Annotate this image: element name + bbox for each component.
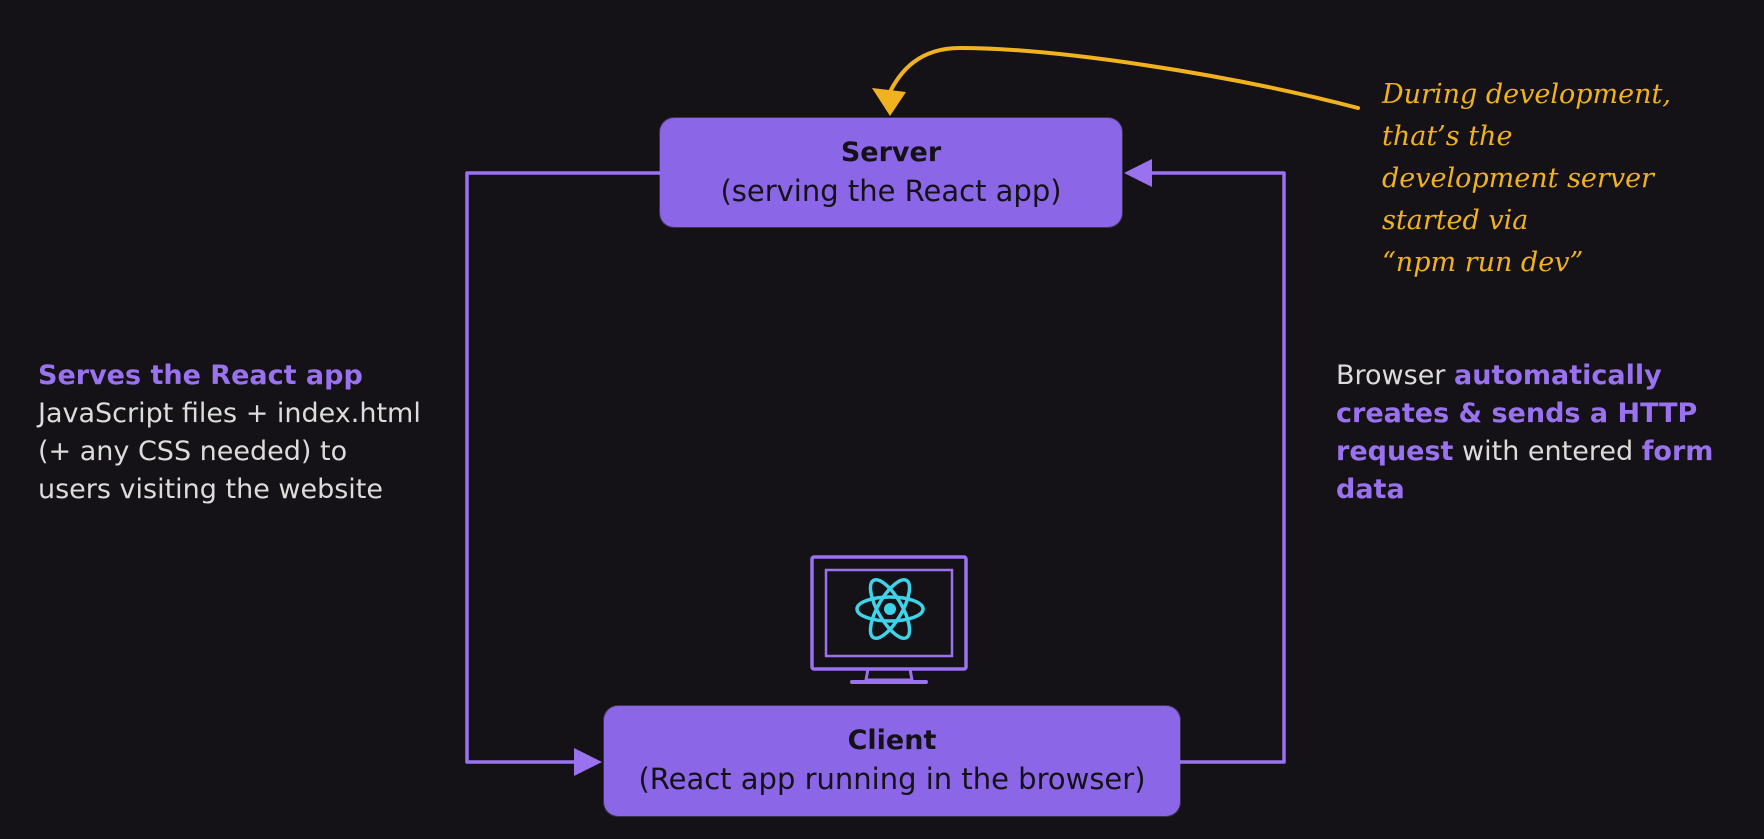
serve-arrow-line bbox=[465, 171, 660, 764]
server-title: Server bbox=[840, 136, 942, 168]
serve-description-line-3: users visiting the website bbox=[38, 474, 384, 505]
client-subtitle: (React app running in the browser) bbox=[638, 762, 1146, 796]
react-logo-icon bbox=[855, 578, 925, 640]
request-arrow-line bbox=[1136, 171, 1286, 764]
request-description-line-3: request with entered form bbox=[1336, 433, 1736, 471]
dev-note-line-3: “npm run dev” bbox=[1382, 247, 1584, 278]
request-highlight-data: data bbox=[1336, 474, 1405, 505]
serve-description-line-2: (+ any CSS needed) to bbox=[38, 436, 348, 467]
dev-note-arrow-head bbox=[872, 88, 906, 116]
request-highlight-creates: creates & sends a HTTP bbox=[1336, 398, 1698, 429]
dev-note-line-2: development server started via bbox=[1382, 163, 1654, 236]
serve-description-line-1: JavaScript files + index.html bbox=[38, 398, 421, 429]
serve-arrow-head bbox=[574, 748, 602, 776]
client-title: Client bbox=[847, 725, 937, 756]
request-highlight-request: request bbox=[1336, 436, 1454, 467]
request-highlight-automatically: automatically bbox=[1454, 360, 1662, 391]
serve-description: Serves the React app JavaScript files + … bbox=[38, 357, 458, 509]
request-description: Browser automatically creates & sends a … bbox=[1336, 357, 1736, 509]
dev-note-arrow-line bbox=[886, 45, 1360, 110]
monitor-icon bbox=[810, 555, 968, 684]
request-arrow-head bbox=[1124, 159, 1152, 187]
dev-note-line-1: During development, that’s the bbox=[1382, 79, 1671, 152]
dev-server-annotation: During development, that’s the developme… bbox=[1382, 74, 1742, 284]
request-description-line-1: Browser automatically bbox=[1336, 357, 1736, 395]
client-node: Client (React app running in the browser… bbox=[604, 706, 1180, 816]
server-subtitle: (serving the React app) bbox=[720, 173, 1062, 208]
request-highlight-form: form bbox=[1641, 436, 1714, 467]
request-text-entered: with entered bbox=[1453, 436, 1642, 467]
server-node: Server (serving the React app) bbox=[660, 118, 1122, 227]
serve-description-highlight: Serves the React app bbox=[38, 360, 363, 391]
request-text-browser: Browser bbox=[1336, 360, 1454, 391]
